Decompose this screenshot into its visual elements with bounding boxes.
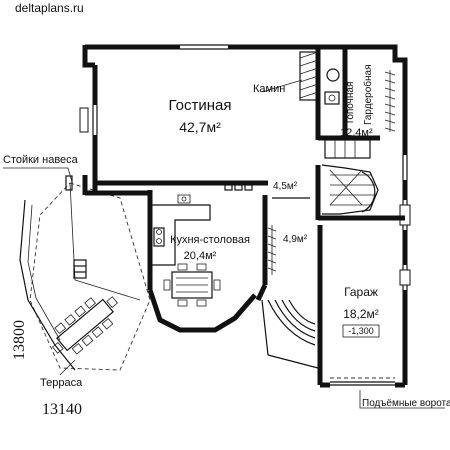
hall-shelf bbox=[267, 225, 277, 275]
terrace-outline bbox=[19, 175, 151, 371]
garage-name: Гараж bbox=[344, 285, 378, 299]
terrace-label: Терраса bbox=[40, 377, 83, 389]
kitchen-area: 20,4м² bbox=[184, 250, 217, 262]
living-room-area: 42,7м² bbox=[179, 119, 221, 135]
canopy-posts-label: Стойки навеса bbox=[3, 154, 79, 166]
fireplace-label: Камин bbox=[253, 83, 285, 95]
hall-area: 4,5м² bbox=[273, 181, 298, 192]
staircase bbox=[321, 139, 379, 215]
watermark: deltaplans.ru bbox=[15, 1, 84, 15]
windows bbox=[79, 44, 411, 290]
garage-area: 18,2м² bbox=[343, 307, 379, 321]
depth-dimension: 13800 bbox=[11, 320, 28, 360]
living-room-name: Гостиная bbox=[169, 97, 232, 114]
boiler-fixtures bbox=[324, 68, 340, 105]
canopy-post bbox=[65, 175, 73, 191]
hall-fixtures bbox=[224, 184, 310, 199]
dining-table bbox=[163, 263, 221, 307]
kitchen-counter bbox=[152, 194, 211, 266]
wardrobe-area: 12,4м² bbox=[340, 127, 373, 139]
entrance-steps bbox=[261, 299, 319, 369]
fireplace bbox=[299, 51, 319, 101]
exterior-walls bbox=[82, 44, 408, 388]
wardrobe-rail bbox=[384, 70, 396, 132]
width-dimension: 13140 bbox=[42, 401, 82, 418]
wardrobe-name: Гардеробная bbox=[362, 65, 374, 126]
leader-lines bbox=[3, 79, 445, 409]
garage-door bbox=[330, 377, 395, 386]
small-hall-area: 4,9м² bbox=[283, 234, 308, 245]
garage-level: -1,300 bbox=[348, 326, 374, 336]
kitchen-name: Кухня-столовая bbox=[170, 234, 250, 246]
garage-level-box bbox=[342, 324, 380, 338]
lift-gate-label: Подъёмные ворота bbox=[362, 398, 450, 409]
boiler-room-name: Топочная bbox=[345, 82, 356, 125]
terrace-table bbox=[51, 296, 119, 355]
